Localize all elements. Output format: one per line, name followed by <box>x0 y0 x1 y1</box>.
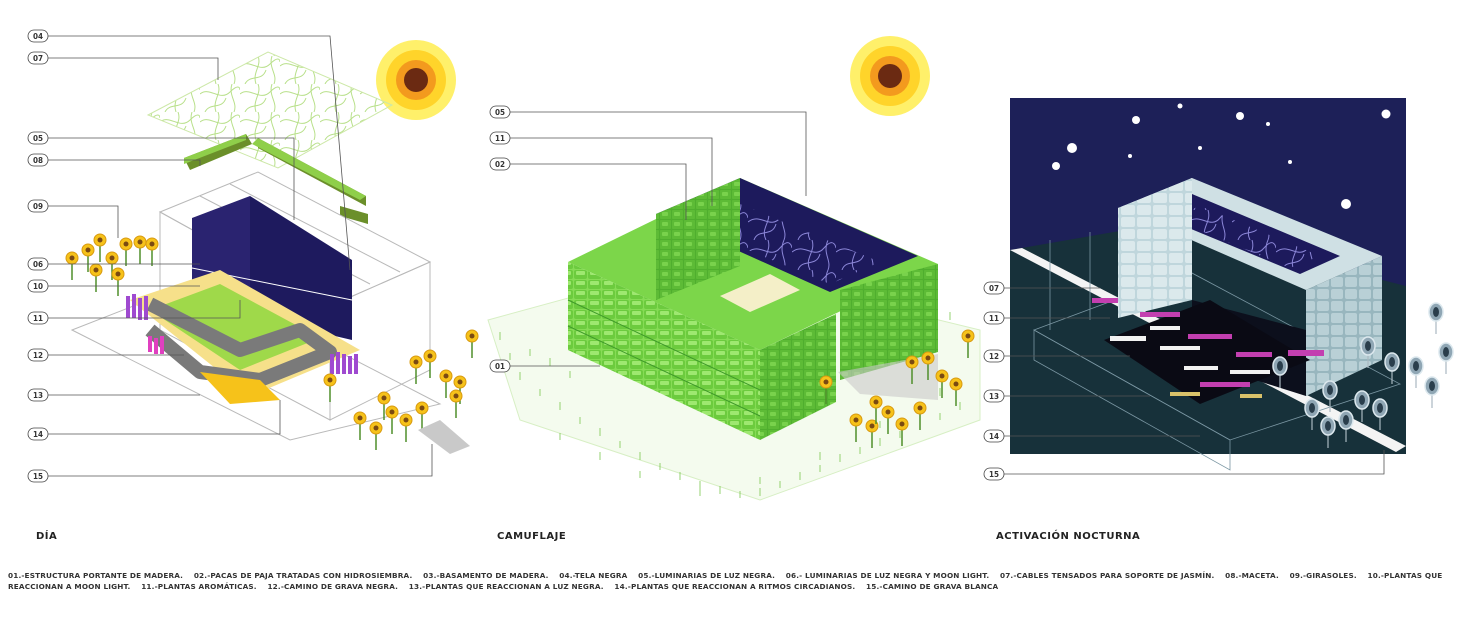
callout-badge: 02 <box>489 157 511 171</box>
legend-item: 05.-LUMINARIAS DE LUZ NEGRA. <box>638 571 776 580</box>
callout-badge: 13 <box>27 388 49 402</box>
svg-text:04: 04 <box>33 32 43 41</box>
night-building <box>1118 178 1382 396</box>
svg-text:05: 05 <box>33 134 43 143</box>
svg-text:14: 14 <box>33 430 43 439</box>
svg-text:10: 10 <box>33 282 43 291</box>
caption-dia: DÍA <box>36 531 58 542</box>
svg-text:02: 02 <box>495 160 505 169</box>
callout-badge: 05 <box>489 105 511 119</box>
straw-bale-building <box>567 178 938 440</box>
callouts-dia: 04 07 05 08 09 06 10 11 12 13 14 15 <box>27 29 49 483</box>
callout-badge: 14 <box>27 427 49 441</box>
svg-text:06: 06 <box>33 260 43 269</box>
callout-badge: 15 <box>27 469 49 483</box>
callout-badge: 10 <box>27 279 49 293</box>
legend-item: 14.-PLANTAS QUE REACCIONAN A RITMOS CIRC… <box>614 581 856 591</box>
callout-badge: 15 <box>983 467 1005 481</box>
svg-text:14: 14 <box>989 432 999 441</box>
callouts-camuflaje: 05 11 02 01 <box>489 105 511 373</box>
callout-badge: 07 <box>27 51 49 65</box>
callout-badge: 04 <box>27 29 49 43</box>
leader-lines-camuflaje <box>510 111 807 367</box>
svg-text:11: 11 <box>33 314 43 323</box>
panel-nocturna: 07 11 12 13 14 15 <box>983 98 1454 481</box>
callout-badge: 14 <box>983 429 1005 443</box>
callout-badge: 08 <box>27 153 49 167</box>
svg-text:11: 11 <box>989 314 999 323</box>
svg-text:01: 01 <box>495 362 505 371</box>
svg-text:09: 09 <box>33 202 43 211</box>
callout-badge: 09 <box>27 199 49 213</box>
legend: 01.-ESTRUCTURA PORTANTE DE MADERA. 02.-P… <box>8 571 1453 592</box>
legend-item: 04.-TELA NEGRA <box>559 571 628 580</box>
leader-lines-nocturna <box>1004 287 1385 475</box>
legend-item: 10.-PLANTAS QUE REACCIONAN A MOON LIGHT. <box>8 571 1443 591</box>
callout-badge: 13 <box>983 389 1005 403</box>
legend-item: 07.-CABLES TENSADOS PARA SOPORTE DE JASM… <box>999 571 1215 580</box>
callout-badge: 05 <box>27 131 49 145</box>
svg-text:15: 15 <box>33 472 43 481</box>
callout-badge: 07 <box>983 281 1005 295</box>
legend-item: 01.-ESTRUCTURA PORTANTE DE MADERA. <box>8 571 184 580</box>
callout-badge: 11 <box>27 311 49 325</box>
ground-plan <box>126 270 360 404</box>
svg-text:07: 07 <box>989 284 999 293</box>
svg-text:13: 13 <box>33 391 43 400</box>
legend-item: 13.-PLANTAS QUE REACCIONAN A LUZ NEGRA. <box>408 581 604 591</box>
callouts-nocturna: 07 11 12 13 14 15 <box>983 281 1005 481</box>
panel-camuflaje: 05 11 02 01 <box>487 36 981 501</box>
callout-badge: 01 <box>489 359 511 373</box>
callout-badge: 11 <box>489 131 511 145</box>
caption-camuflaje: CAMUFLAJE <box>497 531 567 542</box>
svg-text:07: 07 <box>33 54 43 63</box>
callout-badge: 11 <box>983 311 1005 325</box>
svg-text:05: 05 <box>495 108 505 117</box>
legend-item: 11.-PLANTAS AROMÁTICAS. <box>141 581 257 591</box>
sun-icon-camuflaje <box>850 36 930 116</box>
night-plant-beds <box>1092 298 1324 404</box>
legend-item: 02.-PACAS DE PAJA TRATADAS CON HIDROSIEM… <box>193 571 413 580</box>
legend-item: 15.-CAMINO DE GRAVA BLANCA <box>866 581 999 591</box>
svg-text:12: 12 <box>989 352 999 361</box>
caption-nocturna: ACTIVACIÓN NOCTURNA <box>996 531 1141 542</box>
leader-lines-dia <box>48 35 433 477</box>
svg-text:12: 12 <box>33 351 43 360</box>
legend-item: 03.-BASAMENTO DE MADERA. <box>423 571 549 580</box>
callout-badge: 12 <box>983 349 1005 363</box>
legend-item: 09.-GIRASOLES. <box>1289 571 1357 580</box>
legend-item: 06.- LUMINARIAS DE LUZ NEGRA Y MOON LIGH… <box>785 571 990 580</box>
planter-boxes <box>184 134 368 224</box>
stars <box>1052 103 1391 209</box>
svg-text:08: 08 <box>33 156 43 165</box>
callout-badge: 12 <box>27 348 49 362</box>
svg-text:13: 13 <box>989 392 999 401</box>
legend-item: 12.-CAMINO DE GRAVA NEGRA. <box>267 581 399 591</box>
svg-text:11: 11 <box>495 134 505 143</box>
legend-item: 08.-MACETA. <box>1225 571 1279 580</box>
callout-badge: 06 <box>27 257 49 271</box>
svg-text:15: 15 <box>989 470 999 479</box>
panel-dia: 04 07 05 08 09 06 10 11 12 13 14 15 <box>27 29 479 483</box>
sun-icon-dia <box>376 40 456 120</box>
